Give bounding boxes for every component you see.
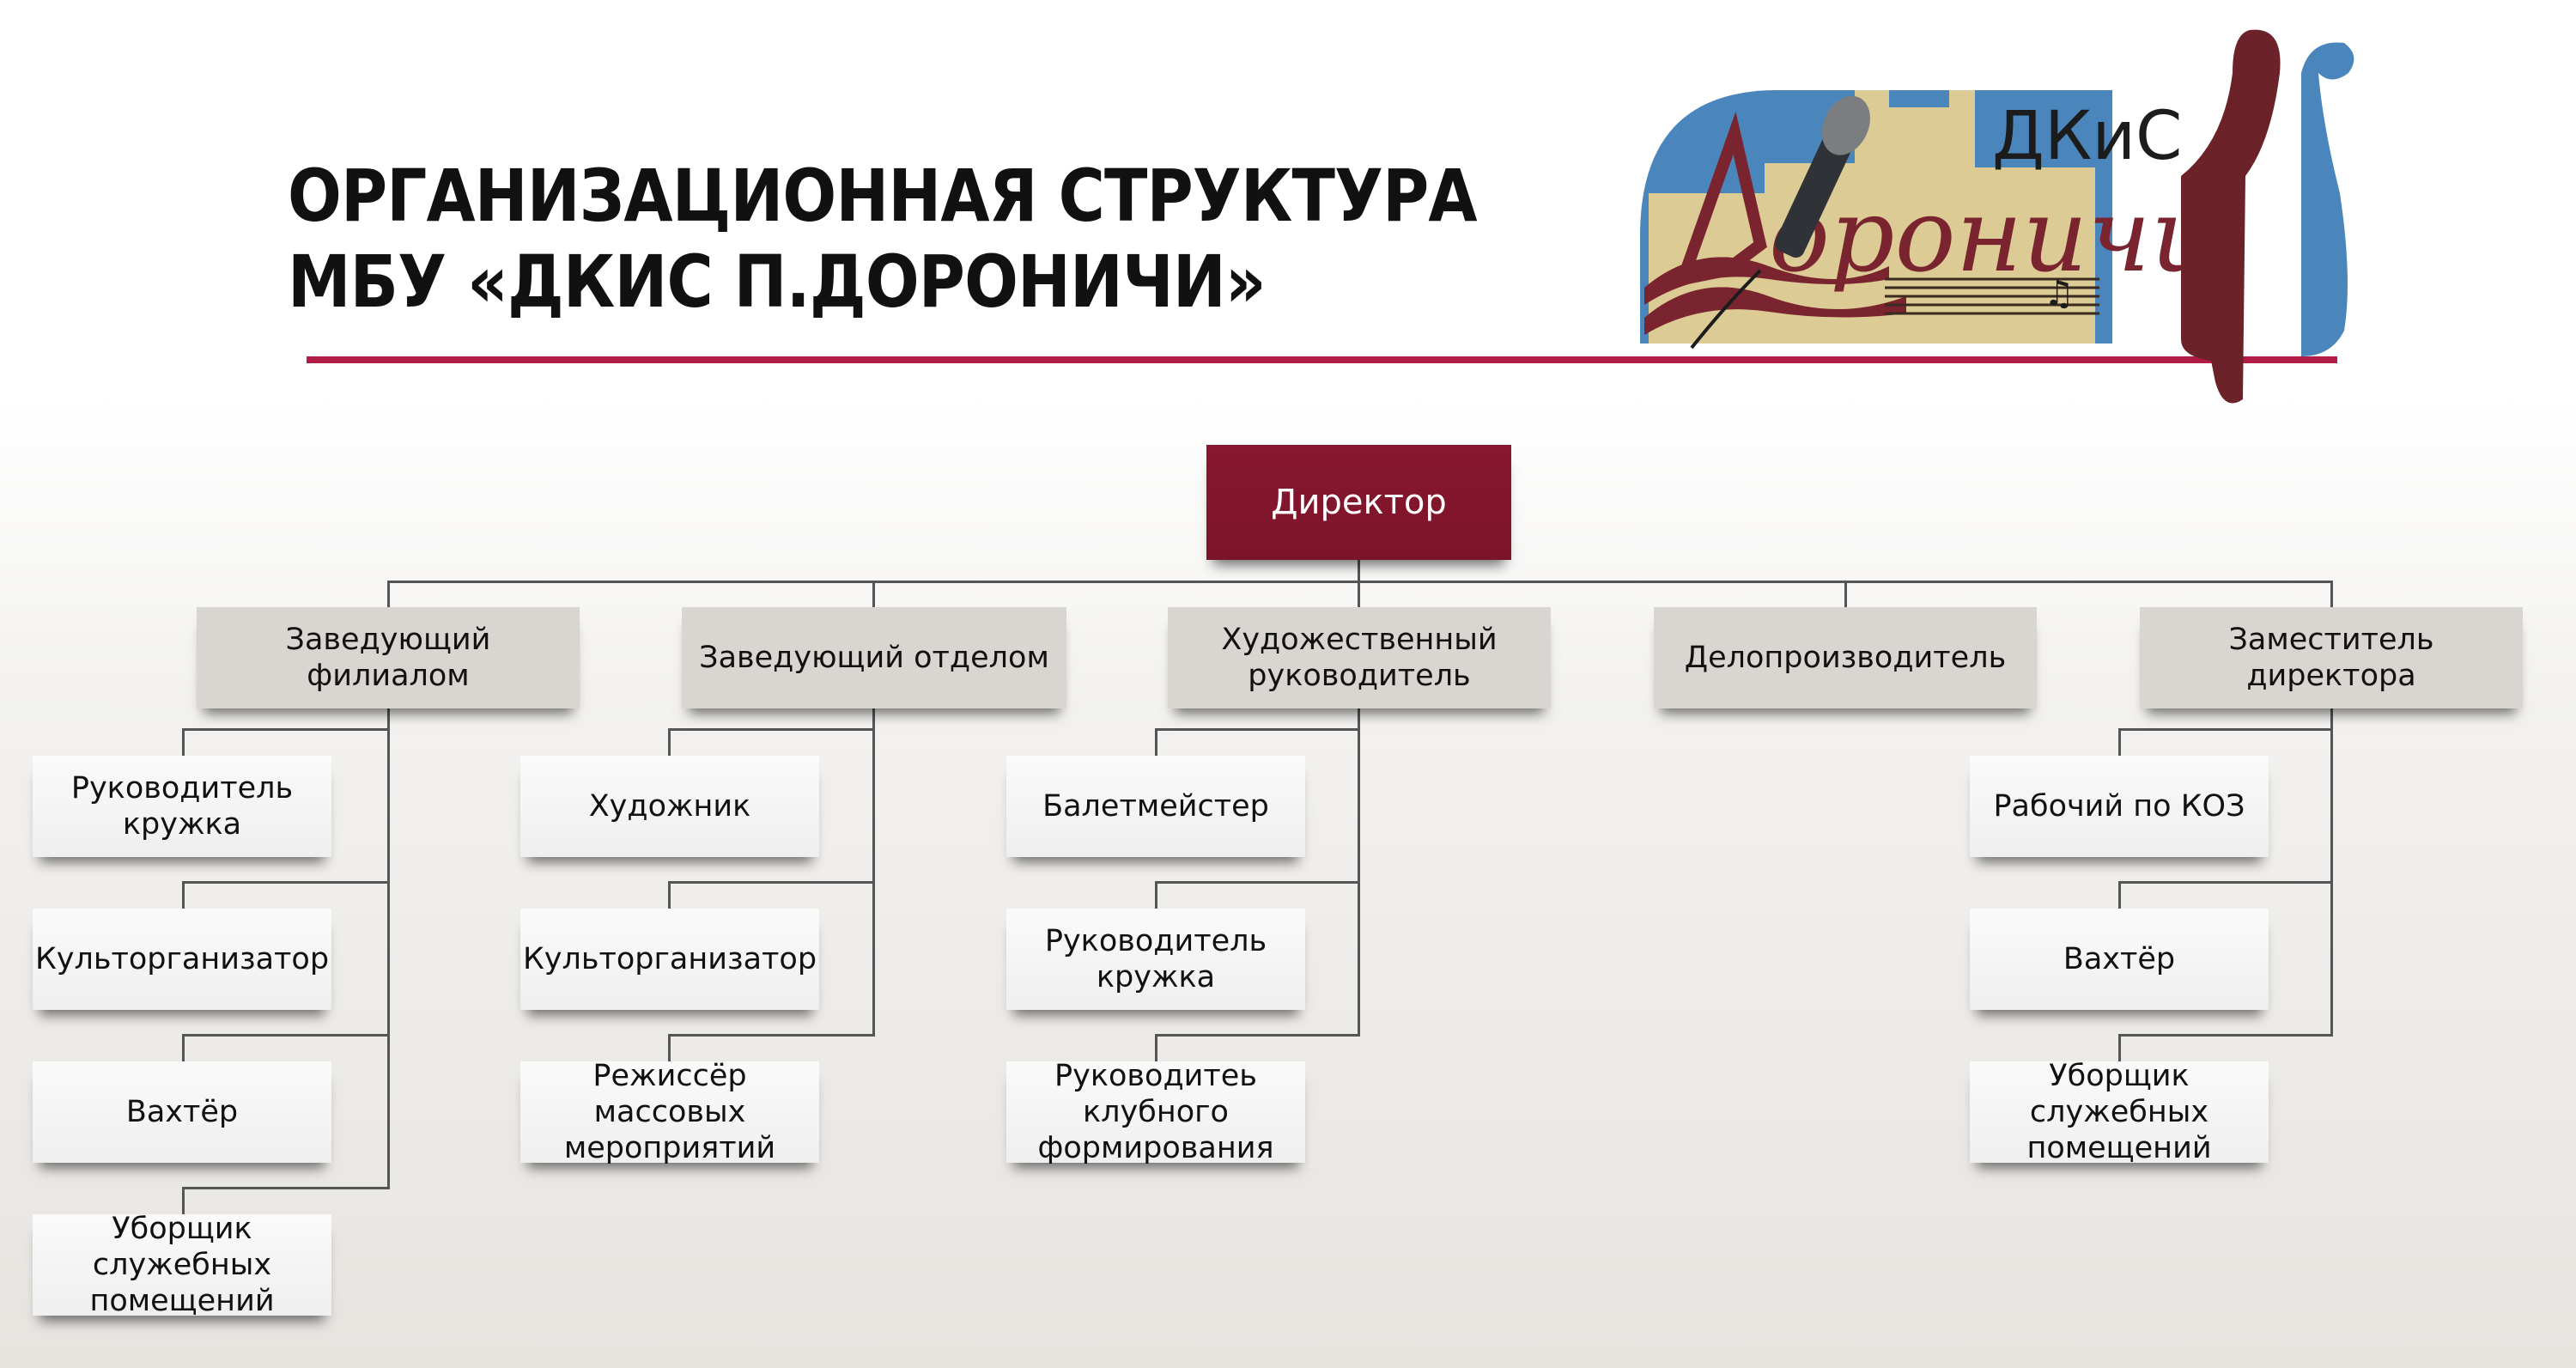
- connector-dept1-trunk-ext: [387, 1034, 390, 1189]
- node-label: Культорганизатор: [522, 942, 817, 976]
- org-node-choreographer[interactable]: Балетмейстер: [1006, 756, 1305, 857]
- org-node-cultural-organizer[interactable]: Культорганизатор: [33, 909, 331, 1010]
- node-label: Рабочий по КОЗ: [1993, 789, 2245, 824]
- connector-dept2-child3: [668, 1034, 875, 1037]
- node-label: Заведующий филиалом: [285, 623, 491, 693]
- connector-director: [1358, 560, 1360, 582]
- org-node-clerk[interactable]: Делопроизводитель: [1654, 607, 2037, 708]
- connector-dept1-child3-drop: [182, 1034, 185, 1061]
- connector-dept-2: [872, 581, 875, 608]
- connector-dept2-child1: [668, 728, 875, 731]
- connector-dept2-child2: [668, 881, 875, 884]
- connector-dept5-child1-drop: [2118, 728, 2121, 756]
- connector-dept-4: [1844, 581, 1847, 608]
- connector-dept5-child3: [2118, 1034, 2333, 1037]
- node-label: Руководитеь клубного формирования: [1037, 1059, 1274, 1165]
- connector-dept1-child2: [182, 881, 390, 884]
- org-node-department-head[interactable]: Заведующий отделом: [682, 607, 1066, 708]
- connector-dept3-child3-drop: [1155, 1034, 1157, 1061]
- connector-dept5-child1: [2118, 728, 2333, 731]
- org-node-maintenance-worker[interactable]: Рабочий по КОЗ: [1970, 756, 2269, 857]
- node-label: Уборщик служебных помещений: [2026, 1059, 2212, 1165]
- node-label: Художник: [588, 789, 751, 824]
- node-label: Уборщик служебных помещений: [89, 1212, 275, 1318]
- org-node-branch-head[interactable]: Заведующий филиалом: [197, 607, 580, 708]
- node-label: Делопроизводитель: [1684, 641, 2007, 675]
- connector-dept2-child3-drop: [668, 1034, 671, 1061]
- connector-dept-3: [1358, 581, 1360, 608]
- connector-dept2-child1-drop: [668, 728, 671, 756]
- org-node-events-director[interactable]: Режиссёр массовых мероприятий: [520, 1059, 819, 1165]
- logo-dkis-doronichi: ДКиС ороничи ♫: [1640, 29, 2354, 404]
- org-node-deputy-director[interactable]: Заместитель директора: [2140, 607, 2523, 708]
- connector-dept1-child2-drop: [182, 881, 185, 909]
- connector-dept5-trunk: [2330, 708, 2333, 1034]
- connector-dept1-child4: [182, 1187, 390, 1189]
- org-node-cultural-organizer[interactable]: Культорганизатор: [520, 909, 819, 1010]
- connector-dept3-trunk: [1358, 708, 1360, 1034]
- node-label: Вахтёр: [125, 1095, 239, 1129]
- org-node-club-leader[interactable]: Руководитель кружка: [1006, 909, 1305, 1010]
- org-node-club-formation-leader[interactable]: Руководитеь клубного формирования: [1006, 1059, 1305, 1165]
- connector-dept1-trunk: [387, 708, 390, 1159]
- org-node-club-leader[interactable]: Руководитель кружка: [33, 756, 331, 857]
- node-label: Режиссёр массовых мероприятий: [563, 1059, 776, 1165]
- title-line-2: МБУ «ДКИС П.ДОРОНИЧИ»: [288, 240, 1267, 324]
- connector-dept5-child3-drop: [2118, 1034, 2121, 1061]
- org-node-watchman[interactable]: Вахтёр: [33, 1061, 331, 1163]
- org-node-director[interactable]: Директор: [1206, 445, 1511, 560]
- connector-dept5-child2: [2118, 881, 2333, 884]
- connector-dept3-child1: [1155, 728, 1360, 731]
- org-node-artistic-director[interactable]: Художественный руководитель: [1168, 607, 1551, 708]
- title-line-1: ОРГАНИЗАЦИОННАЯ СТРУКТУРА: [288, 154, 1478, 238]
- connector-dept2-child2-drop: [668, 881, 671, 909]
- connector-dept5-child2-drop: [2118, 881, 2121, 909]
- node-label: Руководитель кружка: [1044, 924, 1267, 994]
- org-node-watchman[interactable]: Вахтёр: [1970, 909, 2269, 1010]
- connector-dept-5: [2330, 581, 2333, 608]
- connector-dept2-trunk: [872, 708, 875, 1034]
- connector-dept3-child3: [1155, 1034, 1360, 1037]
- org-node-cleaner[interactable]: Уборщик служебных помещений: [1970, 1059, 2269, 1165]
- node-label: Художественный руководитель: [1221, 623, 1498, 693]
- org-node-cleaner[interactable]: Уборщик служебных помещений: [33, 1212, 331, 1318]
- node-label: Заведующий отделом: [699, 641, 1049, 675]
- node-label: Руководитель кружка: [70, 771, 294, 842]
- title-underline: [307, 356, 2337, 363]
- org-node-artist[interactable]: Художник: [520, 756, 819, 857]
- connector-dept3-child2-drop: [1155, 881, 1157, 909]
- node-label: Директор: [1271, 483, 1447, 522]
- svg-text:ороничи: ороничи: [1769, 176, 2216, 295]
- node-label: Вахтёр: [2063, 942, 2176, 976]
- connector-dept1-child1: [182, 728, 390, 731]
- node-label: Культорганизатор: [34, 942, 330, 976]
- node-label: Балетмейстер: [1042, 789, 1269, 824]
- node-label: Заместитель директора: [2228, 623, 2434, 693]
- connector-dept1-child1-drop: [182, 728, 185, 756]
- page-title: ОРГАНИЗАЦИОННАЯ СТРУКТУРА МБУ «ДКИС П.ДО…: [288, 153, 1478, 325]
- connector-dept1-child3: [182, 1034, 390, 1037]
- connector-dept-1: [387, 581, 390, 608]
- connector-dept3-child2: [1155, 881, 1360, 884]
- connector-dept1-child4-drop: [182, 1187, 185, 1214]
- connector-dept3-child1-drop: [1155, 728, 1157, 756]
- svg-text:♫: ♫: [2044, 274, 2075, 313]
- svg-text:ДКиС: ДКиС: [1992, 98, 2182, 175]
